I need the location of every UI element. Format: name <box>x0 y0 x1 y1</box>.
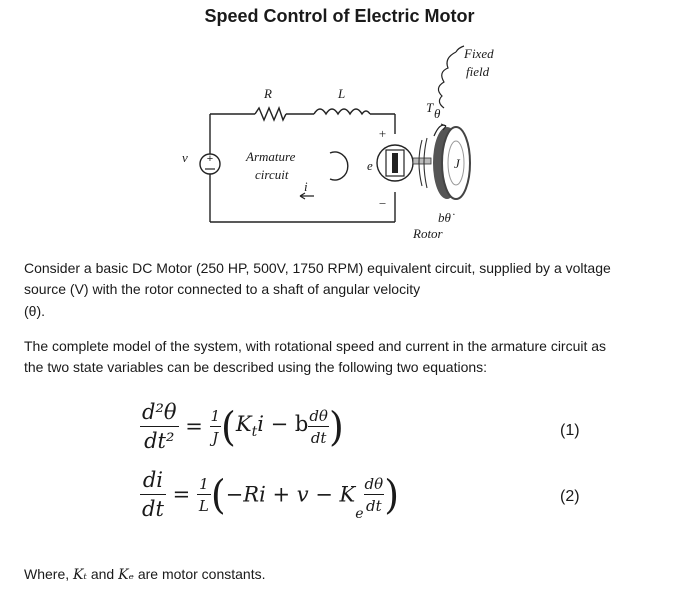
eq1-d-fraction: dθ dt <box>308 407 329 447</box>
intro-line-3: (θ). <box>24 303 45 319</box>
label-rotor: Rotor <box>412 226 444 241</box>
model-line-2: the two state variables can be described… <box>24 359 488 375</box>
eq2-d-num: dθ <box>363 474 385 495</box>
current-loop-arrow <box>329 151 349 181</box>
label-minus: − <box>378 196 387 211</box>
label-armature: Armature <box>245 149 296 164</box>
label-torque: T <box>426 100 434 115</box>
page-title: Speed Control of Electric Motor <box>204 6 475 26</box>
motor-symbol <box>376 144 414 182</box>
eq1-coef-num: 1 <box>209 406 222 427</box>
note-suffix: are motor constants. <box>133 566 266 582</box>
eq1-lhs-fraction: d²θ dt² <box>140 400 179 453</box>
eq1-d-num: dθ <box>308 406 329 427</box>
eq2-coef-den: L <box>198 496 209 515</box>
label-plus: + <box>378 126 387 141</box>
fixed-field-symbol <box>437 45 465 109</box>
eq2-k-sub: e <box>355 506 364 522</box>
label-r: R <box>263 86 272 101</box>
rotor-assembly <box>412 126 471 200</box>
eq1-i: i <box>257 412 264 437</box>
model-line-1: The complete model of the system, with r… <box>24 338 607 354</box>
equation-1: d²θ dt² = 1 J (Kti − b dθ dt ) <box>140 400 344 453</box>
eq1-k-sub: t <box>251 424 258 441</box>
eq1-d-den: dt <box>310 428 327 447</box>
voltage-source-plus: + <box>207 153 213 165</box>
label-j: J <box>454 156 461 171</box>
eq2-coef-num: 1 <box>196 475 211 495</box>
equation-2: di dt = 1 L (−Ri + v − Ke dθ dt ) <box>140 468 400 522</box>
label-e: e <box>367 158 373 173</box>
eq1-lhs-num: d²θ <box>140 400 179 427</box>
eq2-coef-fraction: 1 L <box>196 475 211 515</box>
eq2-lhs-fraction: di dt <box>140 468 166 521</box>
label-circuit: circuit <box>255 167 289 182</box>
label-field: field <box>466 64 490 79</box>
intro-paragraph: Consider a basic DC Motor (250 HP, 500V,… <box>24 258 654 322</box>
eq2-d-fraction: dθ dt <box>363 474 385 515</box>
inductor-symbol <box>313 108 371 116</box>
equation-2-number: (2) <box>560 488 580 505</box>
label-v: v <box>182 150 188 165</box>
model-paragraph: The complete model of the system, with r… <box>24 336 654 378</box>
eq1-minus-b: − b <box>263 412 309 437</box>
armature-loop-wires <box>209 113 396 223</box>
eq2-body: −Ri + v − K <box>225 482 356 507</box>
eq1-coef-den: J <box>212 428 219 447</box>
motor-circuit-diagram: + R L v Armature circuit i e + − T θ J b… <box>182 45 494 241</box>
note-ke: Kₑ <box>118 567 134 583</box>
eq2-lhs-num: di <box>140 468 166 495</box>
label-i: i <box>304 179 308 194</box>
note-prefix: Where, <box>24 566 74 582</box>
constants-note: Where, Kₜ and Kₑ are motor constants. <box>24 566 265 583</box>
eq2-lhs-den: dt <box>142 497 164 521</box>
intro-line-1: Consider a basic DC Motor (250 HP, 500V,… <box>24 260 611 276</box>
eq1-lhs-den: dt² <box>144 429 175 453</box>
eq2-d-den: dt <box>366 496 382 515</box>
note-kt: Kₜ <box>73 567 87 583</box>
equation-1-number: (1) <box>560 422 580 439</box>
eq1-k: K <box>235 412 252 437</box>
resistor-symbol <box>254 106 287 122</box>
note-and: and <box>86 566 119 582</box>
label-l: L <box>337 86 345 101</box>
label-torque-sub: θ <box>434 106 441 121</box>
label-b-theta: bθ̇ <box>438 210 455 225</box>
eq1-coef-fraction: 1 J <box>209 406 222 447</box>
label-fixed: Fixed <box>463 46 494 61</box>
intro-line-2: source (V) with the rotor connected to a… <box>24 281 421 297</box>
